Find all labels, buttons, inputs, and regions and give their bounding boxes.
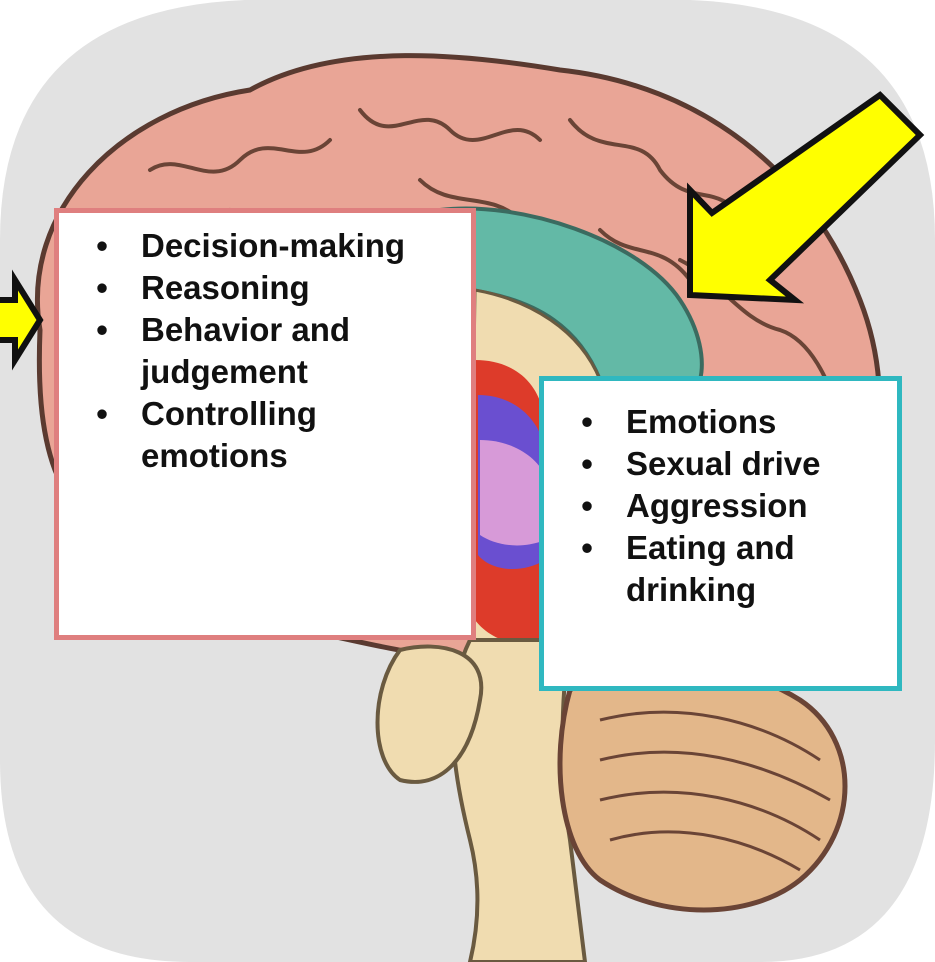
bullet-icon: • <box>572 401 602 443</box>
cerebellum <box>560 665 845 910</box>
bullet-icon: • <box>572 527 602 569</box>
bullet-icon: • <box>87 267 117 309</box>
list-item-text: Emotions <box>626 403 776 440</box>
list-item-text: Decision-making <box>141 227 405 264</box>
bullet-icon: • <box>572 443 602 485</box>
list-item: •Controlling emotions <box>141 393 461 477</box>
limbic-functions-list: •Emotions •Sexual drive •Aggression •Eat… <box>626 401 889 611</box>
bullet-icon: • <box>572 485 602 527</box>
list-item: •Reasoning <box>141 267 461 309</box>
list-item: •Eating and drinking <box>626 527 889 611</box>
list-item: •Behavior and judgement <box>141 309 461 393</box>
list-item: •Aggression <box>626 485 889 527</box>
list-item-text: Controlling emotions <box>141 395 317 474</box>
list-item: •Decision-making <box>141 225 461 267</box>
list-item-text: Eating and drinking <box>626 529 795 608</box>
bullet-icon: • <box>87 393 117 435</box>
bullet-icon: • <box>87 225 117 267</box>
frontal-lobe-callout: •Decision-making •Reasoning •Behavior an… <box>54 208 476 640</box>
list-item: •Emotions <box>626 401 889 443</box>
list-item-text: Aggression <box>626 487 808 524</box>
bullet-icon: • <box>87 309 117 351</box>
limbic-system-callout: •Emotions •Sexual drive •Aggression •Eat… <box>539 376 902 691</box>
list-item-text: Behavior and judgement <box>141 311 350 390</box>
frontal-functions-list: •Decision-making •Reasoning •Behavior an… <box>141 225 461 477</box>
list-item-text: Reasoning <box>141 269 310 306</box>
list-item: •Sexual drive <box>626 443 889 485</box>
list-item-text: Sexual drive <box>626 445 820 482</box>
